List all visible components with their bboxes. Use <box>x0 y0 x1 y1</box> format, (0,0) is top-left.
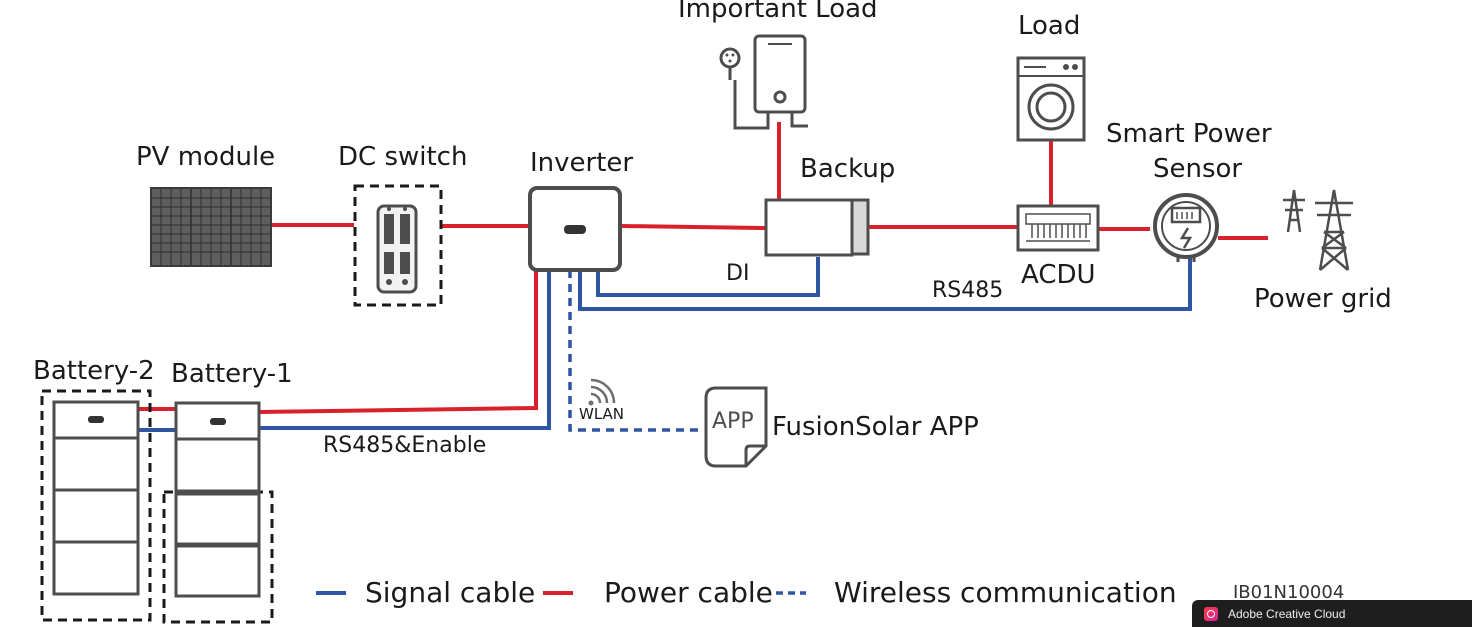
water-heater-icon <box>719 34 808 130</box>
legend-power-cable: Power cable <box>604 576 773 609</box>
label-rs485: RS485 <box>932 278 1004 303</box>
creative-cloud-icon <box>1204 606 1218 621</box>
power-cables <box>138 122 1268 414</box>
label-backup: Backup <box>800 154 896 184</box>
label-di: DI <box>726 261 750 286</box>
smart-power-sensor-icon <box>1153 193 1219 262</box>
label-important-load: Important Load <box>678 0 878 24</box>
battery-1-icon <box>162 401 274 624</box>
signal-cable-rs485-enable <box>259 270 551 430</box>
label-rs485-enable: RS485&Enable <box>323 433 487 458</box>
label-pv-module: PV module <box>136 142 276 172</box>
signal-cables <box>138 257 1192 432</box>
label-acdu: ACDU <box>1021 260 1096 290</box>
label-wlan: WLAN <box>579 405 625 423</box>
signal-cable-di <box>596 257 820 297</box>
label-smart-power-sensor-line1: Smart Power <box>1106 119 1272 149</box>
label-dc-switch: DC switch <box>338 142 468 172</box>
label-power-grid: Power grid <box>1254 284 1392 314</box>
power-cable-inverter-battery <box>258 270 538 414</box>
wireless-link <box>568 270 700 432</box>
backup-box-icon <box>764 198 870 257</box>
creative-cloud-notification[interactable]: Adobe Creative Cloud <box>1192 600 1472 627</box>
app-document-icon <box>704 386 768 468</box>
acdu-icon <box>1016 204 1100 252</box>
power-grid-icon <box>1283 189 1353 271</box>
signal-cable-rs485 <box>578 258 1192 311</box>
label-battery-1: Battery-1 <box>171 359 293 389</box>
legend-wireless-communication: Wireless communication <box>834 576 1177 609</box>
power-cable-inverter-backup <box>621 224 767 230</box>
legend-signal-cable: Signal cable <box>365 576 536 609</box>
pv-module-icon <box>150 187 272 267</box>
label-battery-2: Battery-2 <box>33 356 155 386</box>
washing-machine-icon <box>1016 56 1086 142</box>
app-icon-text: APP <box>712 409 754 434</box>
label-fusionsolar-app: FusionSolar APP <box>772 412 979 442</box>
label-inverter: Inverter <box>530 148 634 178</box>
battery-2-icon <box>40 389 152 622</box>
wlan-icon <box>588 378 616 406</box>
figure-id: IB01N10004 <box>1233 582 1345 603</box>
inverter-icon <box>528 186 622 272</box>
label-load: Load <box>1018 11 1081 41</box>
creative-cloud-label: Adobe Creative Cloud <box>1228 606 1346 621</box>
dc-switch-icon <box>353 184 443 307</box>
label-smart-power-sensor-line2: Sensor <box>1153 154 1243 184</box>
